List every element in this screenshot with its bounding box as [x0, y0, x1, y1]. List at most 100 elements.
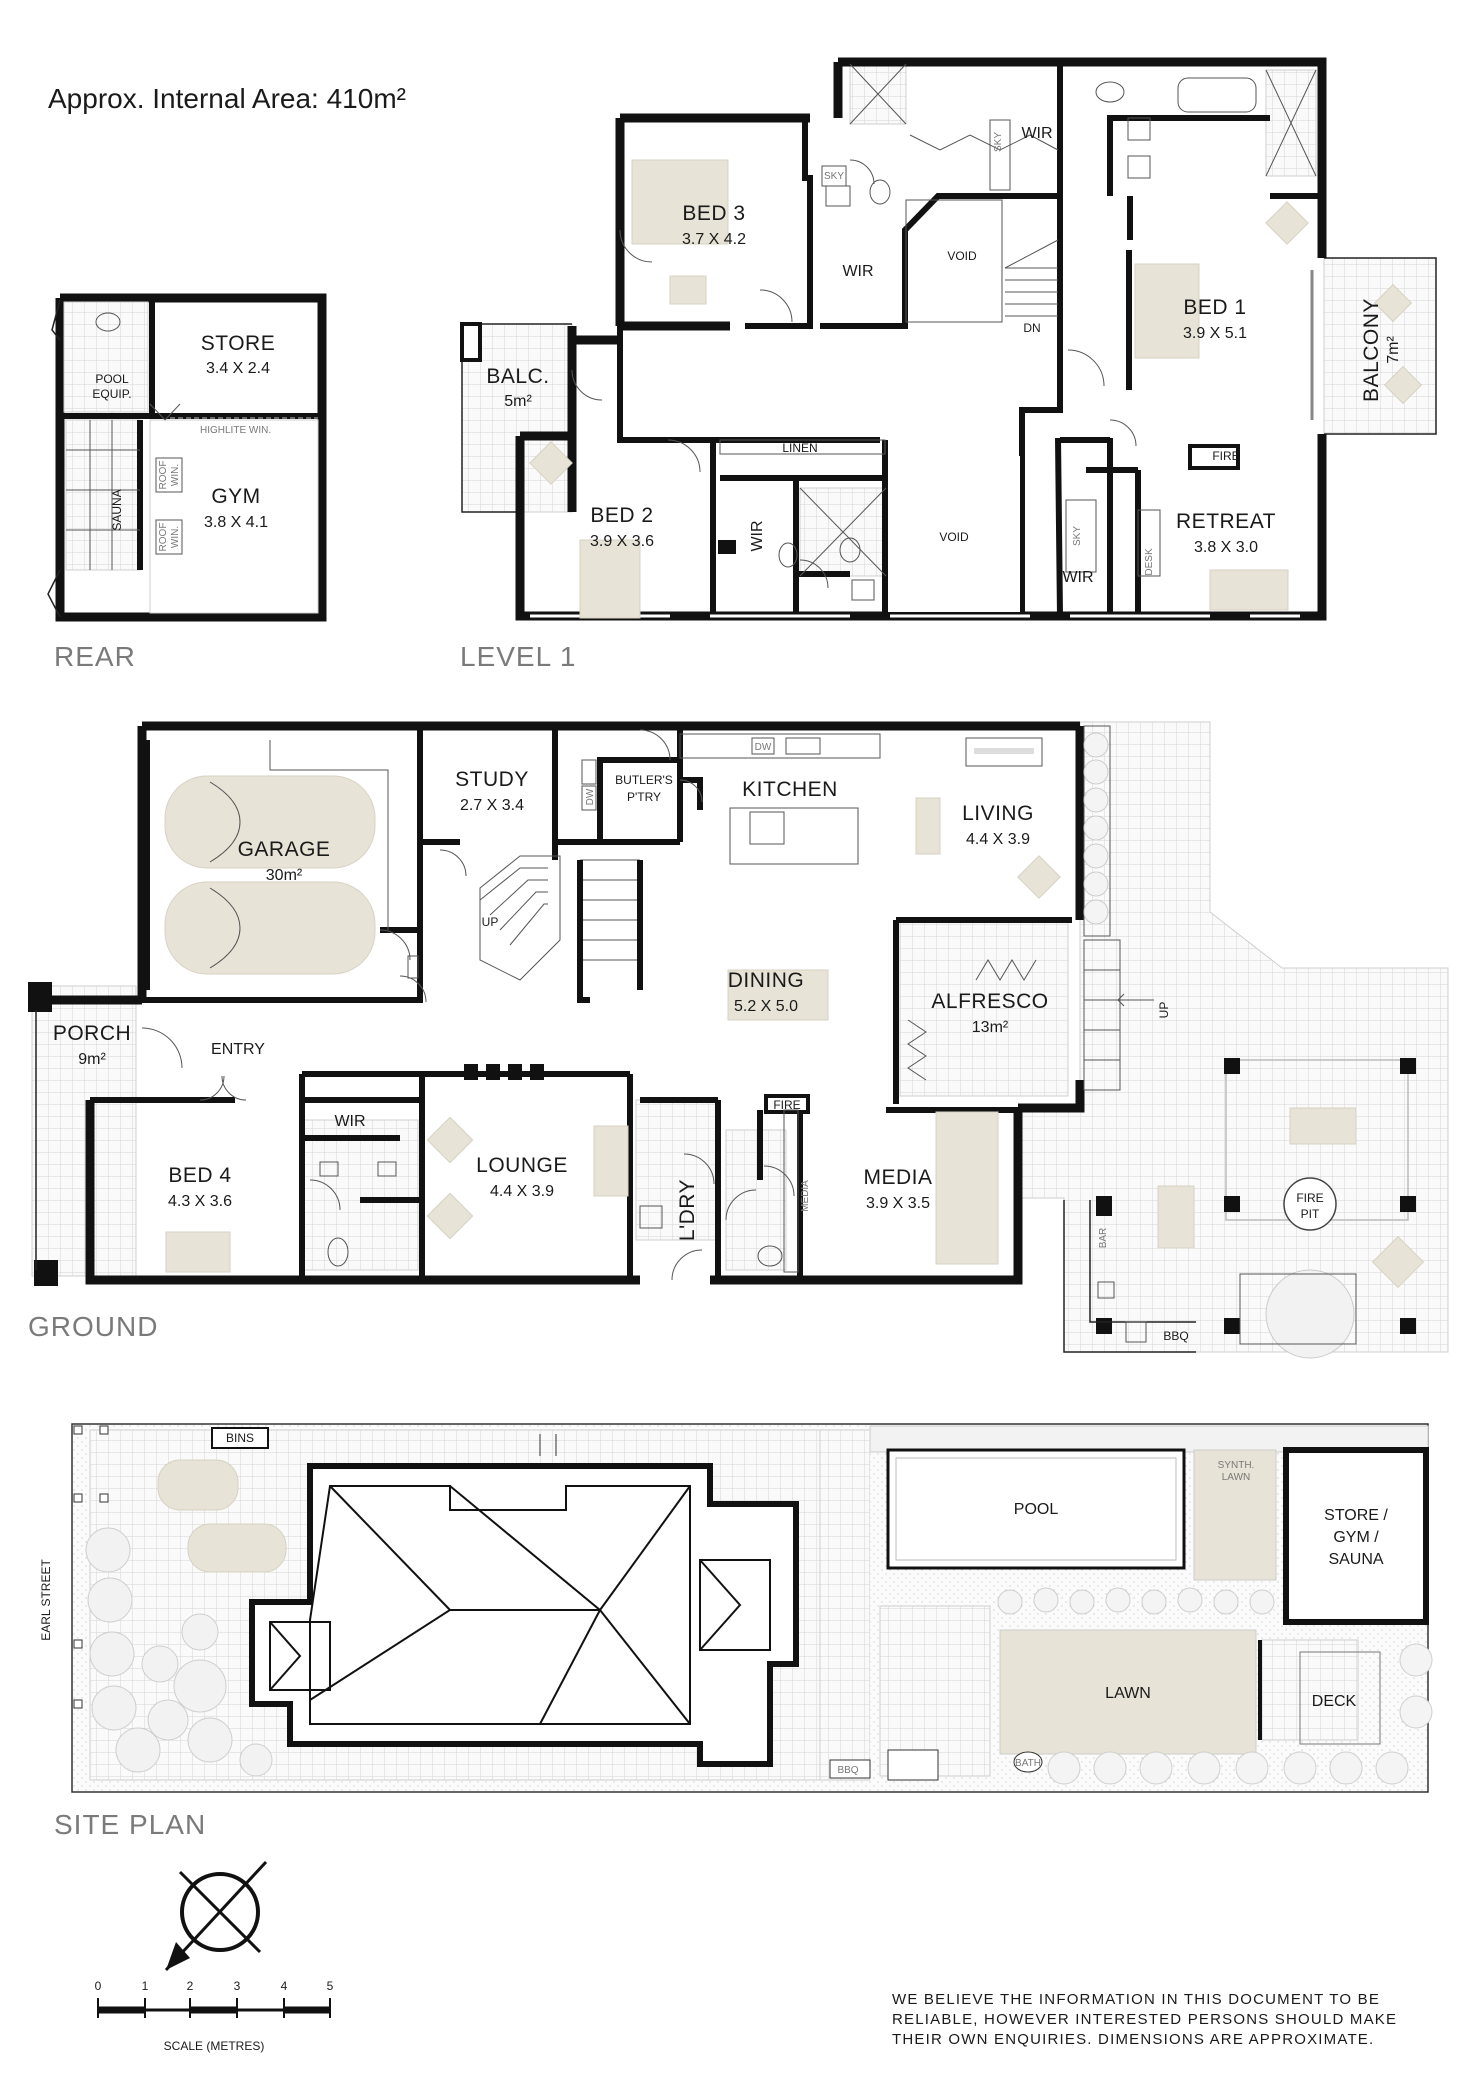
disclaimer-line-2: RELIABLE, HOWEVER INTERESTED PERSONS SHO… [892, 2011, 1397, 2028]
kitchen-island [729, 807, 859, 865]
outdoor-daybed [1157, 1185, 1195, 1249]
toilet-icon [1095, 81, 1125, 103]
roof-window-1 [155, 457, 183, 493]
bed3-label: BED 3 [682, 202, 745, 225]
study-label: STUDY [455, 768, 529, 791]
bed1-label: BED 1 [1183, 296, 1246, 319]
car-icon [157, 1459, 239, 1511]
bath-label: BATH [1015, 1758, 1041, 1769]
site-plan: BINS EARL STREET POOL SYNTH. LAWN STORE … [39, 1423, 1433, 1793]
linen-label: LINEN [782, 441, 817, 455]
roof-win-label-2a: ROOF [158, 523, 169, 552]
house-roof [249, 1463, 799, 1767]
synth-lawn-label-2: LAWN [1222, 1472, 1251, 1483]
bed2-bed [579, 539, 641, 619]
lounge-dim: 4.4 X 3.9 [490, 1183, 554, 1200]
site-bbq-label: BBQ [837, 1765, 858, 1776]
ground-plan: GARAGE 30m² STUDY 2.7 X 3.4 BUTLER'S P'T… [28, 721, 1449, 1359]
butlers-label-2: P'TRY [627, 790, 661, 804]
lawn-label: LAWN [1105, 1685, 1151, 1702]
linen-shelf [719, 439, 886, 455]
gym-label: GYM [211, 485, 260, 508]
earl-street-label: EARL STREET [39, 1559, 53, 1641]
sauna-floor [65, 419, 141, 571]
lounge-fireplace [464, 1064, 544, 1080]
living-dim: 4.4 X 3.9 [966, 831, 1030, 848]
kitchen-bench [679, 733, 881, 759]
alfresco-label: ALFRESCO [931, 990, 1048, 1013]
garage-dim: 30m² [266, 867, 303, 884]
scale-tick-2: 2 [187, 1979, 194, 1993]
scale-tick-1: 1 [142, 1979, 149, 1993]
fire-pit-label-1: FIRE [1296, 1191, 1323, 1205]
living-tv [965, 737, 1043, 767]
butlers-label-1: BUTLER'S [615, 773, 673, 787]
dining-table [727, 969, 829, 1021]
outdoor-table [1265, 1269, 1355, 1359]
ldry-label: L'DRY [676, 1179, 699, 1241]
synth-lawn-label-1: SYNTH. [1218, 1460, 1255, 1471]
media-label: MEDIA [863, 1166, 932, 1189]
level1-fire-label: FIRE [1212, 449, 1239, 463]
pool-equip-room [63, 301, 149, 413]
balcony-dim: 7m² [1385, 336, 1402, 364]
ground-fire-label: FIRE [773, 1098, 800, 1112]
section-label-rear: REAR [54, 641, 136, 672]
lounge-sofa [593, 1125, 629, 1197]
bed3-desk [669, 275, 707, 305]
garage-label: GARAGE [238, 838, 331, 861]
bins-label: BINS [226, 1431, 254, 1445]
store-gym-sauna-building [1283, 1447, 1429, 1625]
retreat-label: RETREAT [1176, 510, 1276, 533]
skylight-retreat [1065, 499, 1097, 573]
rear-store-dim: 3.4 X 2.4 [206, 360, 270, 377]
ground-up-label: UP [482, 915, 499, 929]
butlers-dw-label: DW [585, 788, 596, 805]
retreat-desk [1137, 509, 1161, 577]
roof-win-label-1a: ROOF [158, 461, 169, 490]
scale-tick-0: 0 [95, 1979, 102, 1993]
site-store-label-3: SAUNA [1328, 1551, 1383, 1568]
porch-label: PORCH [53, 1022, 131, 1045]
alfresco-floor [899, 919, 1069, 1097]
wir-label-bed1: WIR [1021, 125, 1052, 142]
media-dim: 3.9 X 3.5 [866, 1195, 930, 1212]
highlite-window-label: HIGHLITE WIN. [200, 425, 271, 436]
sauna-label: SAUNA [110, 489, 124, 530]
study-dim: 2.7 X 3.4 [460, 797, 524, 814]
balc-label: BALC. [486, 365, 549, 388]
car-icon [164, 881, 376, 975]
media-sofa [935, 1111, 999, 1265]
roof-win-label-2b: WIN. [170, 526, 181, 548]
disclaimer: WE BELIEVE THE INFORMATION IN THIS DOCUM… [892, 1991, 1397, 2048]
pool-equip-label-1: POOL [95, 372, 129, 386]
void-bottom [888, 456, 1020, 612]
gym-floor [149, 419, 319, 614]
balcony-label: BALCONY [1360, 298, 1383, 402]
level1-plan: BED 3 3.7 X 4.2 SKY WIR VOID DN WIR SKY … [460, 57, 1437, 621]
pool-equip-label-2: EQUIP. [92, 387, 131, 401]
lawn [999, 1629, 1257, 1755]
synthetic-lawn [1193, 1449, 1277, 1581]
section-label-site-plan: SITE PLAN [54, 1809, 206, 1840]
disclaimer-line-3: THEIR OWN ENQUIRIES. DIMENSIONS ARE APPR… [892, 2031, 1374, 2048]
void-top [905, 199, 1003, 323]
pool [886, 1448, 1186, 1570]
balc-dim: 5m² [504, 393, 532, 410]
section-label-ground: GROUND [28, 1311, 158, 1342]
scale-label: SCALE (METRES) [164, 2039, 265, 2053]
sky-label-bed3: SKY [824, 171, 844, 182]
alfresco-steps [1083, 939, 1154, 1091]
toilet-icon [757, 1245, 783, 1267]
disclaimer-line-1: WE BELIEVE THE INFORMATION IN THIS DOCUM… [892, 1991, 1380, 2008]
toilet-icon [95, 312, 121, 332]
porch-floor [31, 985, 137, 1277]
fire-pit-label-2: PIT [1301, 1207, 1320, 1221]
sky-label-wir: SKY [993, 132, 1004, 152]
car-icon [164, 775, 376, 869]
bed1-dim: 3.9 X 5.1 [1183, 325, 1247, 342]
scale-tick-5: 5 [327, 1979, 334, 1993]
lounge-label: LOUNGE [476, 1154, 568, 1177]
garage-cars [164, 775, 376, 975]
